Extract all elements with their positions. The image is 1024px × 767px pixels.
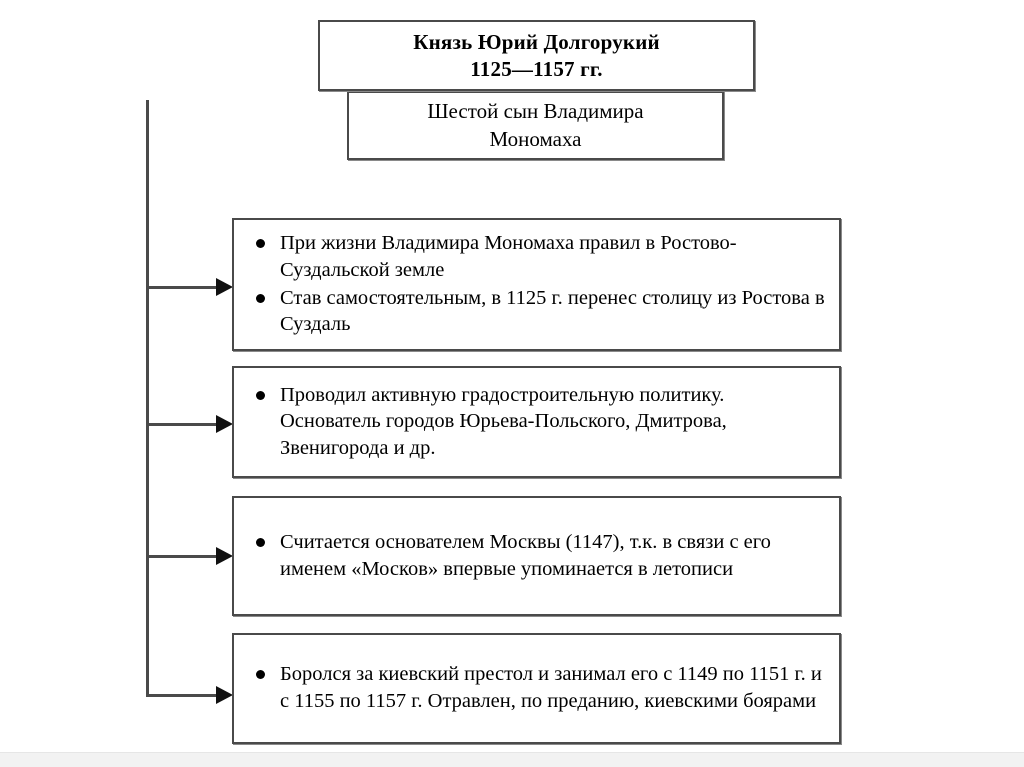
bullet-text: Считается основателем Москвы (1147), т.к… [280, 530, 771, 580]
list-item: Считается основателем Москвы (1147), т.к… [246, 529, 825, 582]
bullet-dot-icon [256, 293, 265, 303]
bullet-dot-icon [256, 670, 265, 680]
title-line-2: 1125—1157 гг. [470, 56, 603, 81]
bullet-dot-icon [256, 239, 265, 249]
arrow-right-icon-3 [216, 547, 233, 565]
arrow-right-icon-1 [216, 278, 233, 296]
content-box-city-building: Проводил активную градостроительную поли… [232, 366, 841, 478]
content-box-kiev-throne: Боролся за киевский престол и занимал ег… [232, 633, 841, 744]
title-box: Князь Юрий Долгорукий 1125—1157 гг. [318, 20, 755, 91]
subtitle-box-text: Шестой сын Владимира Мономаха [411, 98, 659, 153]
bullet-list-3: Считается основателем Москвы (1147), т.к… [246, 529, 825, 583]
list-item: Став самостоятельным, в 1125 г. перенес … [246, 285, 825, 338]
content-box-rule-rostov-suzdal: При жизни Владимира Мономаха правил в Ро… [232, 218, 841, 351]
subtitle-box: Шестой сын Владимира Мономаха [347, 91, 724, 160]
list-item: При жизни Владимира Мономаха правил в Ро… [246, 230, 825, 283]
title-line-1: Князь Юрий Долгорукий [413, 29, 660, 54]
content-box-founder-moscow: Считается основателем Москвы (1147), т.к… [232, 496, 841, 616]
subtitle-line-2: Мономаха [489, 126, 582, 151]
arrow-right-icon-4 [216, 686, 233, 704]
arrow-right-icon-2 [216, 415, 233, 433]
bullet-text: Проводил активную градостроительную поли… [280, 383, 727, 459]
bullet-list-1: При жизни Владимира Мономаха правил в Ро… [246, 230, 825, 339]
bullet-text: При жизни Владимира Мономаха правил в Ро… [280, 232, 737, 281]
connector-trunk-line [146, 100, 149, 696]
bullet-text: Став самостоятельным, в 1125 г. перенес … [280, 286, 825, 336]
bullet-text: Боролся за киевский престол и занимал ег… [280, 663, 822, 712]
bullet-list-2: Проводил активную градостроительную поли… [246, 382, 825, 463]
subtitle-line-1: Шестой сын Владимира [427, 99, 644, 124]
bullet-dot-icon [256, 537, 265, 547]
list-item: Боролся за киевский престол и занимал ег… [246, 661, 825, 714]
connector-branch-3 [146, 555, 218, 558]
connector-branch-4 [146, 694, 218, 697]
page-bottom-band [0, 752, 1024, 767]
connector-branch-2 [146, 423, 218, 426]
bullet-list-4: Боролся за киевский престол и занимал ег… [246, 661, 825, 715]
bullet-dot-icon [256, 390, 265, 400]
connector-branch-1 [146, 286, 218, 289]
title-box-text: Князь Юрий Долгорукий 1125—1157 гг. [413, 29, 660, 83]
list-item: Проводил активную градостроительную поли… [246, 382, 825, 462]
